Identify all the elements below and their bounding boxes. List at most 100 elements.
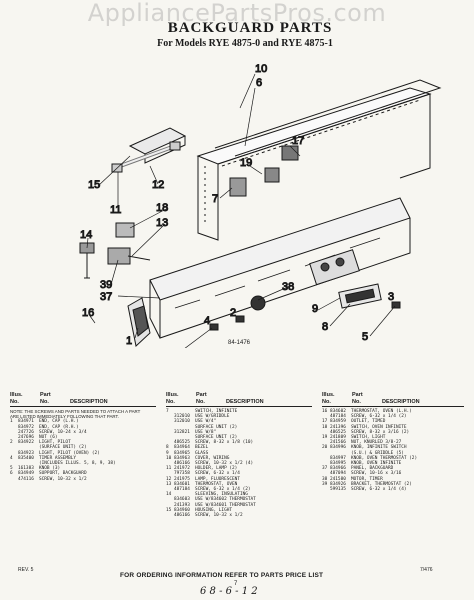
part-description: END, CAP (R.H.) <box>39 424 79 430</box>
part-number: 834926 <box>330 481 346 487</box>
part-number: 834601 <box>174 481 190 487</box>
illus-number: 7 <box>166 409 169 414</box>
part-number: 241396 <box>330 424 346 430</box>
exploded-parts-diagram: 10 6 17 19 7 15 12 11 18 13 14 39 37 38 … <box>79 63 442 348</box>
part-description: LIGHT, PILOT <box>39 440 71 446</box>
callout-38: 38 <box>282 281 294 293</box>
part-number: 486525 <box>174 440 190 446</box>
part-description: USE W/GRIDDLE <box>195 414 230 420</box>
fluorescent-lamp <box>119 144 176 168</box>
part-number: 241580 <box>330 476 346 482</box>
part-description: PANEL, BACKGUARD <box>351 466 394 472</box>
end-cap <box>127 297 151 347</box>
part-description: (SURFACE UNIT) (2) <box>39 445 87 451</box>
header-part-no: No. <box>196 398 205 405</box>
illus-number: 12 <box>166 476 172 482</box>
part-number: 834959 <box>330 419 346 425</box>
handwritten-code: 6 8 - 6 - 1 2 <box>200 586 258 597</box>
column-header: Illus. Part No. No. DESCRIPTION <box>10 392 162 405</box>
part-number: 599135 <box>330 487 346 493</box>
part-description: USE W/8" <box>195 429 217 435</box>
thermostat-oven <box>79 242 95 279</box>
parts-column-1: Illus. Part No. No. DESCRIPTION NOTE: TH… <box>10 392 162 562</box>
illus-number: 4 <box>10 455 13 461</box>
part-description: NUT, KNURLED 3/8-27 <box>351 440 402 446</box>
part-number: 241975 <box>174 476 190 482</box>
part-number: 247726 <box>18 429 34 435</box>
part-number: 834922 <box>18 440 34 446</box>
part-number: 834972 <box>18 424 34 430</box>
callout-37: 37 <box>100 291 112 303</box>
part-description: SCREW, 10-16 x 3/16 <box>351 471 402 477</box>
parts-note: NOTE: THE SCREWS AND PARTS NEEDED TO ATT… <box>10 409 141 420</box>
part-number: 487184 <box>174 487 190 493</box>
parts-legend: Illus. Part No. No. DESCRIPTION NOTE: TH… <box>10 392 470 570</box>
part-description: SCREW, 10-32 x 1/2 <box>39 476 87 482</box>
part-description: SCREW, 6-32 x 1/4 <box>195 471 240 477</box>
illus-number: 11 <box>166 466 172 472</box>
part-number: 834966 <box>330 466 346 472</box>
part-description: HOLDER, LAMP (2) <box>195 466 238 472</box>
bracket-thermostat <box>250 295 266 311</box>
header-description: DESCRIPTION <box>70 398 108 405</box>
part-description: SUPPORT, BACKGUARD <box>39 471 87 477</box>
header-part-no: No. <box>352 398 361 405</box>
callout-2: 2 <box>230 307 236 319</box>
parts-rows: NOTE: THE SCREWS AND PARTS NEEDED TO ATT… <box>10 409 150 482</box>
part-number: 241809 <box>330 435 346 441</box>
part-description: KNOB, INFINITE SWITCH <box>351 445 407 451</box>
callout-10: 10 <box>255 63 267 75</box>
illus-number: 13 <box>166 481 172 487</box>
part-number: 247696 <box>18 435 34 441</box>
header-description: DESCRIPTION <box>226 398 264 405</box>
callout-18: 18 <box>156 202 168 214</box>
part-number: 241566 <box>330 440 346 446</box>
part-number: 834602 <box>330 409 346 414</box>
part-number: 834971 <box>18 419 34 425</box>
callout-1: 1 <box>126 335 132 347</box>
illus-number: 18 <box>322 424 328 430</box>
part-description: LIGHT, PILOT (OVEN) (2) <box>39 450 100 456</box>
part-description: SCREW, 10-24 x 3/4 <box>39 429 87 435</box>
part-description: (S.U.) & GRIDDLE (5) <box>351 450 404 456</box>
part-description: COVER, WIRING <box>195 455 230 461</box>
illus-number: 8 <box>166 445 169 451</box>
part-description: SCREW, 6-32 x 1/4 (2) <box>195 487 251 493</box>
part-number: 797358 <box>174 471 190 477</box>
parts-row: 247726 SCREW, 10-24 x 3/4 <box>10 430 150 435</box>
part-description: LAMP, FLUORESCENT <box>195 476 240 482</box>
part-number: 834960 <box>174 507 190 513</box>
illus-number: 6 <box>10 471 13 477</box>
part-description: BRACKET, THERMOSTAT (2) <box>351 481 412 487</box>
part-number: 487184 <box>330 414 346 420</box>
page-number: 7 <box>234 581 238 587</box>
illus-number: 5 <box>10 466 13 472</box>
part-number: 834923 <box>18 450 34 456</box>
part-description: THERMOSTAT, OVEN (L.H.) <box>351 409 412 414</box>
part-description: SCREW, 6-32 x 1/4 (4) <box>351 487 407 493</box>
part-description: KNOB, OVEN THERMOSTAT (2) <box>351 455 418 461</box>
illus-number: 14 <box>166 492 172 498</box>
callout-3: 3 <box>388 291 394 303</box>
header-no: No. <box>166 398 175 405</box>
callout-16: 16 <box>82 307 94 319</box>
part-number: 834964 <box>174 445 190 451</box>
